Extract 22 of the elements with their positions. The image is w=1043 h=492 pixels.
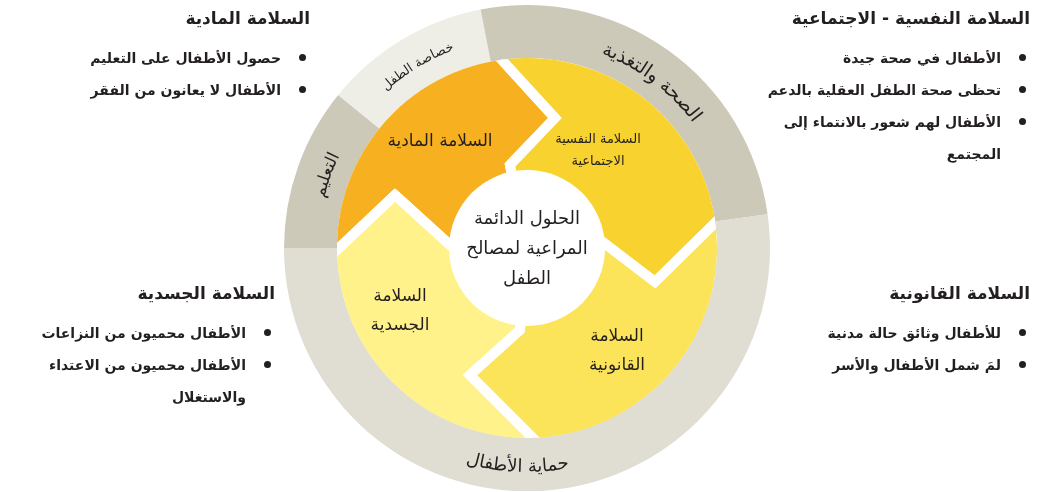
bullet-text: لمَ شمل الأطفال والأسر [832,356,1001,376]
segment-label: السلامة المادية [386,128,494,152]
segment-label: السلامة النفسية الاجتماعية [554,130,642,170]
segment-label: السلامة القانونية [587,324,647,376]
bullet-text: تحظى صحة الطفل العقلية بالدعم [767,81,1001,100]
bullet-text: الأطفال لهم شعور بالانتماء إلى المجتمع [782,113,1001,165]
center-label: الحلول الدائمة المراعية لمصالح الطفل [465,206,589,290]
bullet-text: الأطفال محميون من الاعتداء والاستغلال [48,356,246,408]
bullet-text: للأطفال وثائق حالة مدنية [827,324,1001,344]
section-heading: السلامة الجسدية [136,283,275,303]
section-heading: السلامة المادية [184,8,310,28]
bullet-text: الأطفال لا يعانون من الفقر [90,81,281,101]
ring-label: التعليم [308,148,344,200]
segment-label: السلامة الجسدية [369,284,431,336]
ring-label: خصاصة الطفل [378,38,456,94]
ring-label: حماية الأطفال [464,447,571,477]
bullet-text: حصول الأطفال على التعليم [90,49,281,69]
bullet-text: الأطفال محميون من النزاعات [41,324,246,344]
ring-label: الصحة والتغذية [599,37,708,126]
section-heading: السلامة القانونية [888,283,1030,303]
section-heading: السلامة النفسية - الاجتماعية [790,8,1030,28]
bullet-text: الأطفال في صحة جيدة [842,49,1001,68]
